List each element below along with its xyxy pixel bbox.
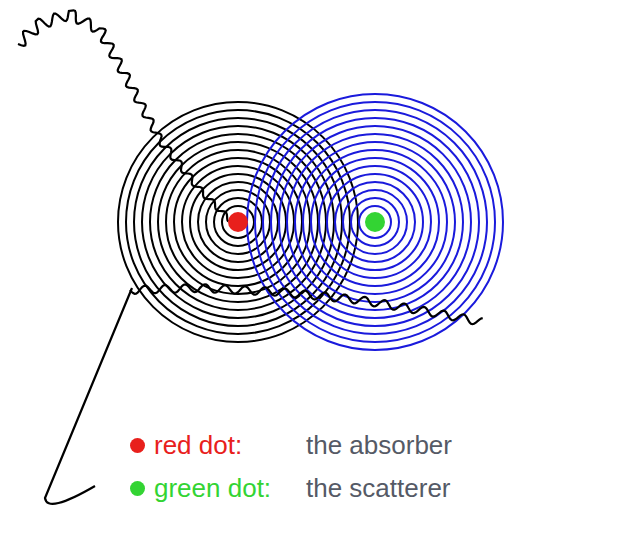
legend-key: red dot: (154, 429, 242, 461)
wave-ring (263, 110, 487, 334)
wave-ring (118, 102, 358, 342)
legend-key: green dot: (154, 472, 271, 504)
wave-ring (166, 150, 310, 294)
wave-ring (247, 94, 503, 350)
wave-ring (359, 206, 391, 238)
legend-description: the absorber (306, 429, 452, 461)
scattered-wave (130, 284, 483, 324)
wave-ring (343, 190, 407, 254)
absorber-dot (228, 212, 248, 232)
wave-ring (319, 166, 431, 278)
wave-ring (351, 198, 399, 246)
legend-swatch (130, 481, 145, 496)
pointer-line (45, 288, 132, 504)
legend-swatch (130, 438, 145, 453)
wave-ring (206, 190, 270, 254)
wave-ring (335, 182, 415, 262)
wave-ring (327, 174, 423, 270)
wave-ring (271, 118, 479, 326)
incoming-wave (18, 10, 228, 221)
wave-ring (222, 206, 254, 238)
wave-ring (182, 166, 294, 278)
scatterer-rings (247, 94, 503, 350)
wave-ring (311, 158, 439, 286)
wave-ring (295, 142, 455, 302)
scatterer-dot (365, 212, 385, 232)
legend-description: the scatterer (306, 472, 451, 504)
wave-ring (287, 134, 463, 310)
absorber-rings (118, 102, 358, 342)
wave-ring (303, 150, 447, 294)
wave-ring (279, 126, 471, 318)
